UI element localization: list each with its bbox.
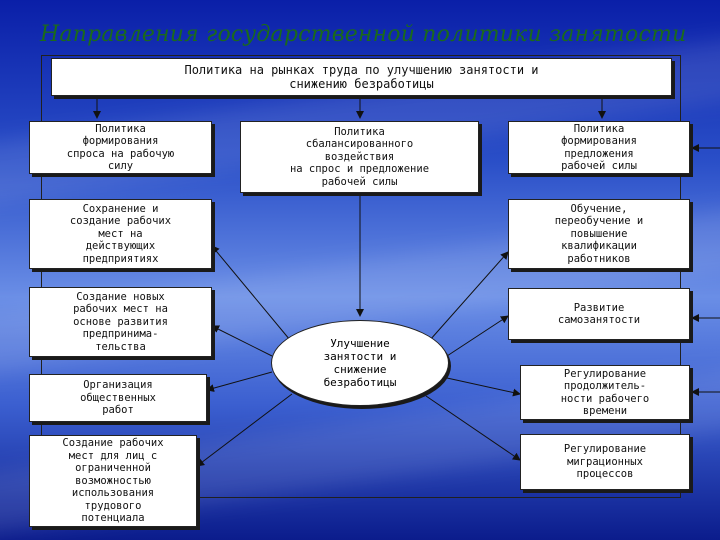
left-item-box: Создание рабочих мест для лиц с ограниче… bbox=[29, 435, 197, 527]
slide-title: Направления государственной политики зан… bbox=[40, 22, 687, 47]
connector-line bbox=[429, 251, 509, 341]
right-item-box: Регулирование продолжитель- ности рабоче… bbox=[520, 365, 690, 420]
center-policy-box: Политика сбалансированного воздействия н… bbox=[240, 121, 479, 193]
right-item-box: Регулирование миграционных процессов bbox=[520, 434, 690, 490]
left-policy-box: Политика формирования спроса на рабочую … bbox=[29, 121, 212, 174]
connector-line bbox=[446, 377, 521, 397]
connector-line bbox=[446, 315, 509, 357]
left-item-box: Сохранение и создание рабочих мест на де… bbox=[29, 199, 212, 269]
connector-line bbox=[196, 393, 293, 467]
diagram-frame bbox=[41, 55, 681, 498]
right-policy-box: Политика формирования предложения рабоче… bbox=[508, 121, 690, 174]
center-goal-ellipse: Улучшение занятости и снижение безработи… bbox=[271, 320, 449, 406]
connector-line bbox=[211, 325, 273, 357]
left-item-box: Создание новых рабочих мест на основе ра… bbox=[29, 287, 212, 357]
top-policy-box: Политика на рынках труда по улучшению за… bbox=[51, 58, 672, 96]
right-item-box: Развитие самозанятости bbox=[508, 288, 690, 340]
right-item-box: Обучение, переобучение и повышение квали… bbox=[508, 199, 690, 269]
connector-line bbox=[211, 245, 291, 341]
left-item-box: Организация общественных работ bbox=[29, 374, 207, 422]
connector-line bbox=[206, 371, 273, 392]
connector-line bbox=[425, 395, 521, 461]
